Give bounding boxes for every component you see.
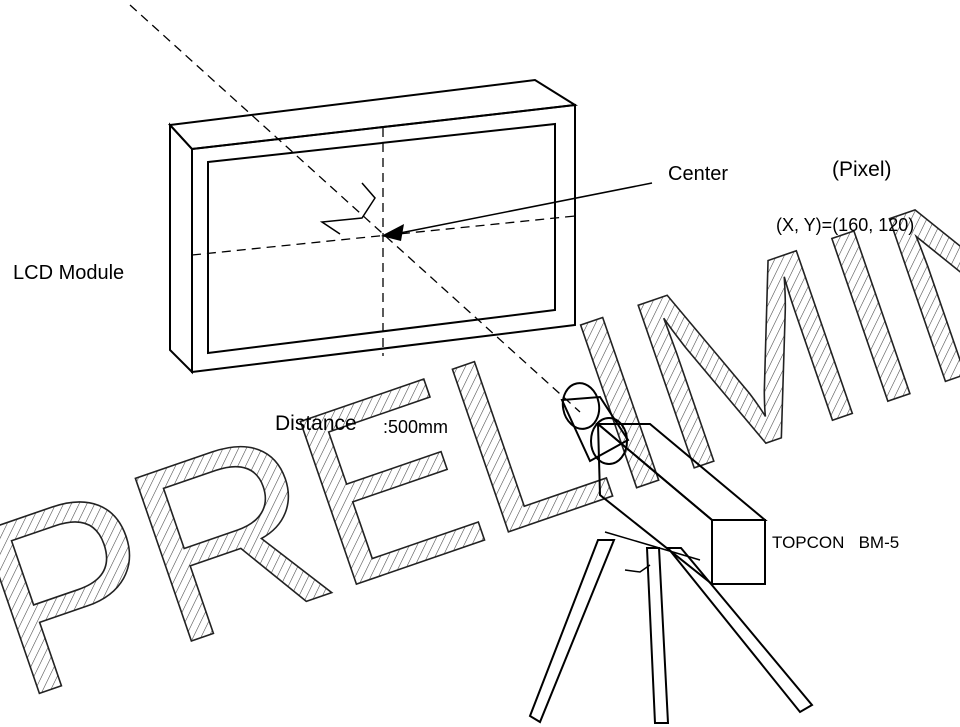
coordinates-label: (X, Y)=(160, 120) <box>776 215 914 235</box>
meter-body-edge <box>604 531 701 561</box>
lcd-module <box>167 78 578 375</box>
center-arrow-head <box>381 224 404 241</box>
line-of-sight <box>129 4 581 413</box>
meter-body-front <box>711 519 766 585</box>
center-marker <box>319 182 376 235</box>
tripod-leg-right <box>665 547 814 714</box>
lcd-front-frame <box>191 103 576 374</box>
lcd-module-label: LCD Module <box>13 262 124 284</box>
lcd-top-face <box>167 78 578 151</box>
horizontal-center-line <box>191 215 576 256</box>
meter-body-side <box>596 421 713 587</box>
device-label: TOPCON BM-5 <box>772 533 899 552</box>
pixel-heading: (Pixel) <box>832 158 892 181</box>
center-arrow-line <box>394 182 653 235</box>
meter-lens-barrel <box>560 395 630 463</box>
lcd-side-face <box>169 122 193 375</box>
lcd-screen <box>207 122 556 355</box>
tripod-leg-left <box>528 539 616 724</box>
luminance-meter <box>560 382 768 587</box>
distance-label: Distance <box>275 412 357 435</box>
center-label: Center <box>668 163 728 185</box>
distance-value: :500mm <box>383 417 448 437</box>
tripod-leg-center <box>645 547 670 724</box>
tripod-head <box>624 564 651 573</box>
meter-lens-ring <box>561 382 601 430</box>
meter-lens-front <box>590 417 628 465</box>
tripod <box>528 539 814 724</box>
